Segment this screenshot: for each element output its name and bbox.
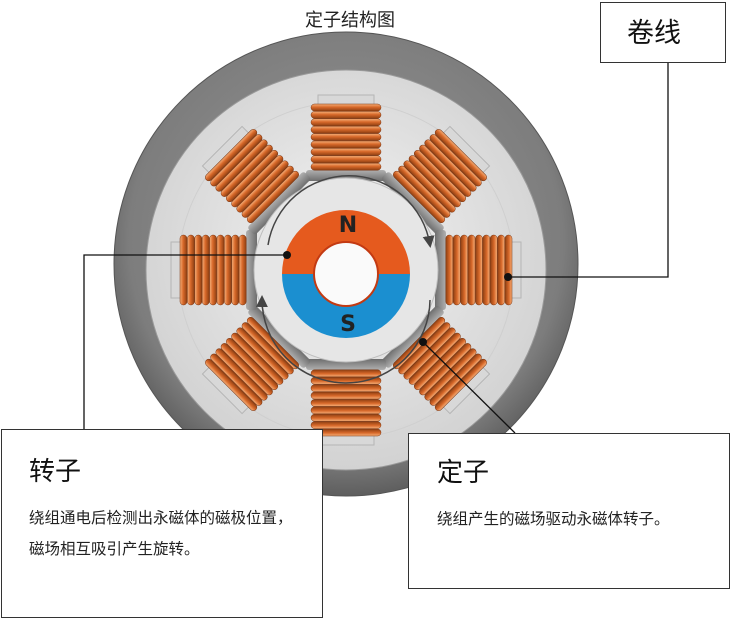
- north-label: N: [339, 213, 357, 238]
- stator-callout-title: 定子: [437, 458, 490, 488]
- page-title: 定子结构图: [305, 10, 395, 31]
- winding-callout: 卷线: [600, 2, 726, 63]
- pole-shoe: [248, 305, 311, 368]
- winding-coil: [393, 317, 487, 411]
- stator-tooth-top-left: [201, 125, 311, 235]
- rotor-magnet: [282, 210, 410, 338]
- rotation-arrow-top: [267, 175, 435, 248]
- rotation-arrow-bottom: [255, 295, 431, 384]
- stator-tooth-left: [170, 230, 257, 310]
- rotor-leader-dot: [283, 251, 291, 259]
- winding-coil: [445, 234, 513, 306]
- pole-shoe: [381, 305, 444, 368]
- stator-tooth-bottom-right: [381, 305, 491, 415]
- stator-callout: 定子 绕组产生的磁场驱动永磁体转子。: [408, 433, 730, 589]
- winding-coil: [179, 234, 247, 306]
- stator-leader-dot: [419, 338, 427, 346]
- winding-coil: [205, 129, 299, 223]
- pole-shoe: [306, 359, 386, 370]
- stator-tooth-top-right: [381, 125, 491, 235]
- pole-shoe: [248, 172, 311, 235]
- rotor-leader: [83, 254, 287, 430]
- winding-leader-dot: [504, 273, 512, 281]
- winding-callout-title: 卷线: [627, 18, 681, 49]
- stator-callout-description: 绕组产生的磁场驱动永磁体转子。: [437, 510, 670, 528]
- rotor-callout-description: 绕组通电后检测出永磁体的磁极位置，磁场相互吸引产生旋转。: [29, 509, 293, 558]
- stator-tooth-top: [306, 94, 386, 181]
- winding-coil: [310, 369, 382, 437]
- stator-leader: [422, 341, 516, 434]
- south-label: S: [340, 312, 356, 337]
- pole-shoe: [381, 172, 444, 235]
- stator-teeth: [170, 94, 522, 446]
- stator-tooth-right: [435, 230, 522, 310]
- rotor-callout: 转子 绕组通电后检测出永磁体的磁极位置，磁场相互吸引产生旋转。: [1, 429, 323, 618]
- winding-coil: [393, 129, 487, 223]
- rotor-callout-title: 转子: [29, 457, 82, 487]
- pole-shoe: [435, 230, 446, 310]
- stator-tooth-bottom-left: [201, 305, 311, 415]
- stator-tooth-bottom: [306, 359, 386, 446]
- pole-shoe: [246, 230, 257, 310]
- leader-lines: [83, 63, 669, 434]
- winding-coil: [310, 103, 382, 171]
- winding-coil: [205, 317, 299, 411]
- winding-leader: [508, 63, 669, 278]
